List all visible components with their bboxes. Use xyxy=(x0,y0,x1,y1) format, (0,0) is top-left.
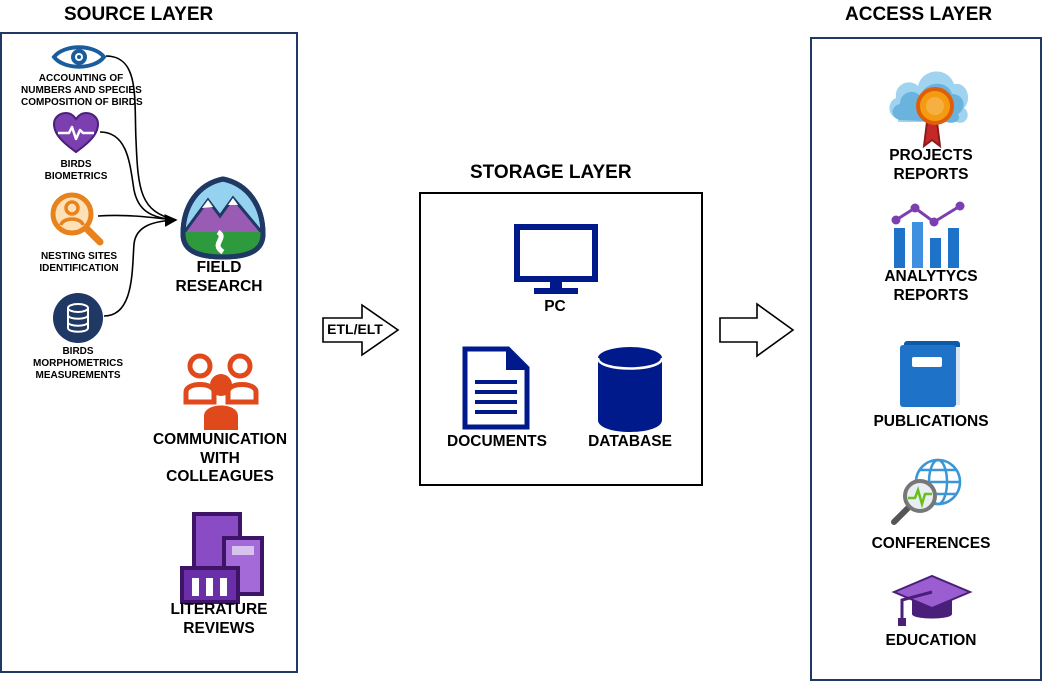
education-label: EDUCATION xyxy=(885,632,977,649)
book-icon xyxy=(900,341,960,407)
heartbeat-icon xyxy=(52,111,100,154)
magnifier-person-icon xyxy=(50,192,104,246)
cloud-award-icon xyxy=(889,71,969,149)
graduation-cap-icon xyxy=(891,574,973,626)
access-layer-title: ACCESS LAYER xyxy=(845,4,993,25)
monitor-icon xyxy=(514,224,598,294)
pc-label: PC xyxy=(544,298,566,315)
etl-arrow xyxy=(322,303,400,357)
access-layer-panel xyxy=(810,37,1042,681)
database-label: DATABASE xyxy=(588,433,672,450)
eye-icon xyxy=(51,45,107,69)
conferences-label: CONFERENCES xyxy=(871,535,991,552)
field-research-label: FIELD RESEARCH xyxy=(175,259,263,295)
projects-reports-label: PROJECTS REPORTS xyxy=(889,147,973,183)
communication-label: COMMUNICATION WITH COLLEAGUES xyxy=(152,431,288,486)
accounting-label: ACCOUNTING OF NUMBERS AND SPECIES COMPOS… xyxy=(21,73,143,108)
analytics-chart-icon xyxy=(891,201,965,268)
storage-layer-title: STORAGE LAYER xyxy=(470,162,632,183)
literature-label: LITERATURE REVIEWS xyxy=(170,601,268,637)
storage-layer-panel xyxy=(419,192,703,486)
biometrics-label: BIRDS BIOMETRICS xyxy=(44,159,108,182)
database-cylinder-icon xyxy=(596,347,664,432)
source-layer-panel xyxy=(0,32,298,673)
buildings-icon xyxy=(180,512,264,604)
access-arrow xyxy=(719,302,795,358)
documents-label: DOCUMENTS xyxy=(447,433,547,450)
publications-label: PUBLICATIONS xyxy=(873,413,989,430)
etl-label: ETL/ELT xyxy=(327,321,383,337)
morphometrics-label: BIRDS MORPHOMETRICS MEASUREMENTS xyxy=(33,346,123,381)
globe-search-icon xyxy=(891,458,962,525)
source-layer-title: SOURCE LAYER xyxy=(64,4,214,25)
mountain-badge-icon xyxy=(180,176,266,260)
people-group-icon xyxy=(183,353,259,430)
analytics-reports-label: ANALYTYCS REPORTS xyxy=(884,268,978,304)
database-disc-icon xyxy=(53,293,103,343)
document-icon xyxy=(462,346,530,430)
nesting-label: NESTING SITES IDENTIFICATION xyxy=(39,251,119,274)
